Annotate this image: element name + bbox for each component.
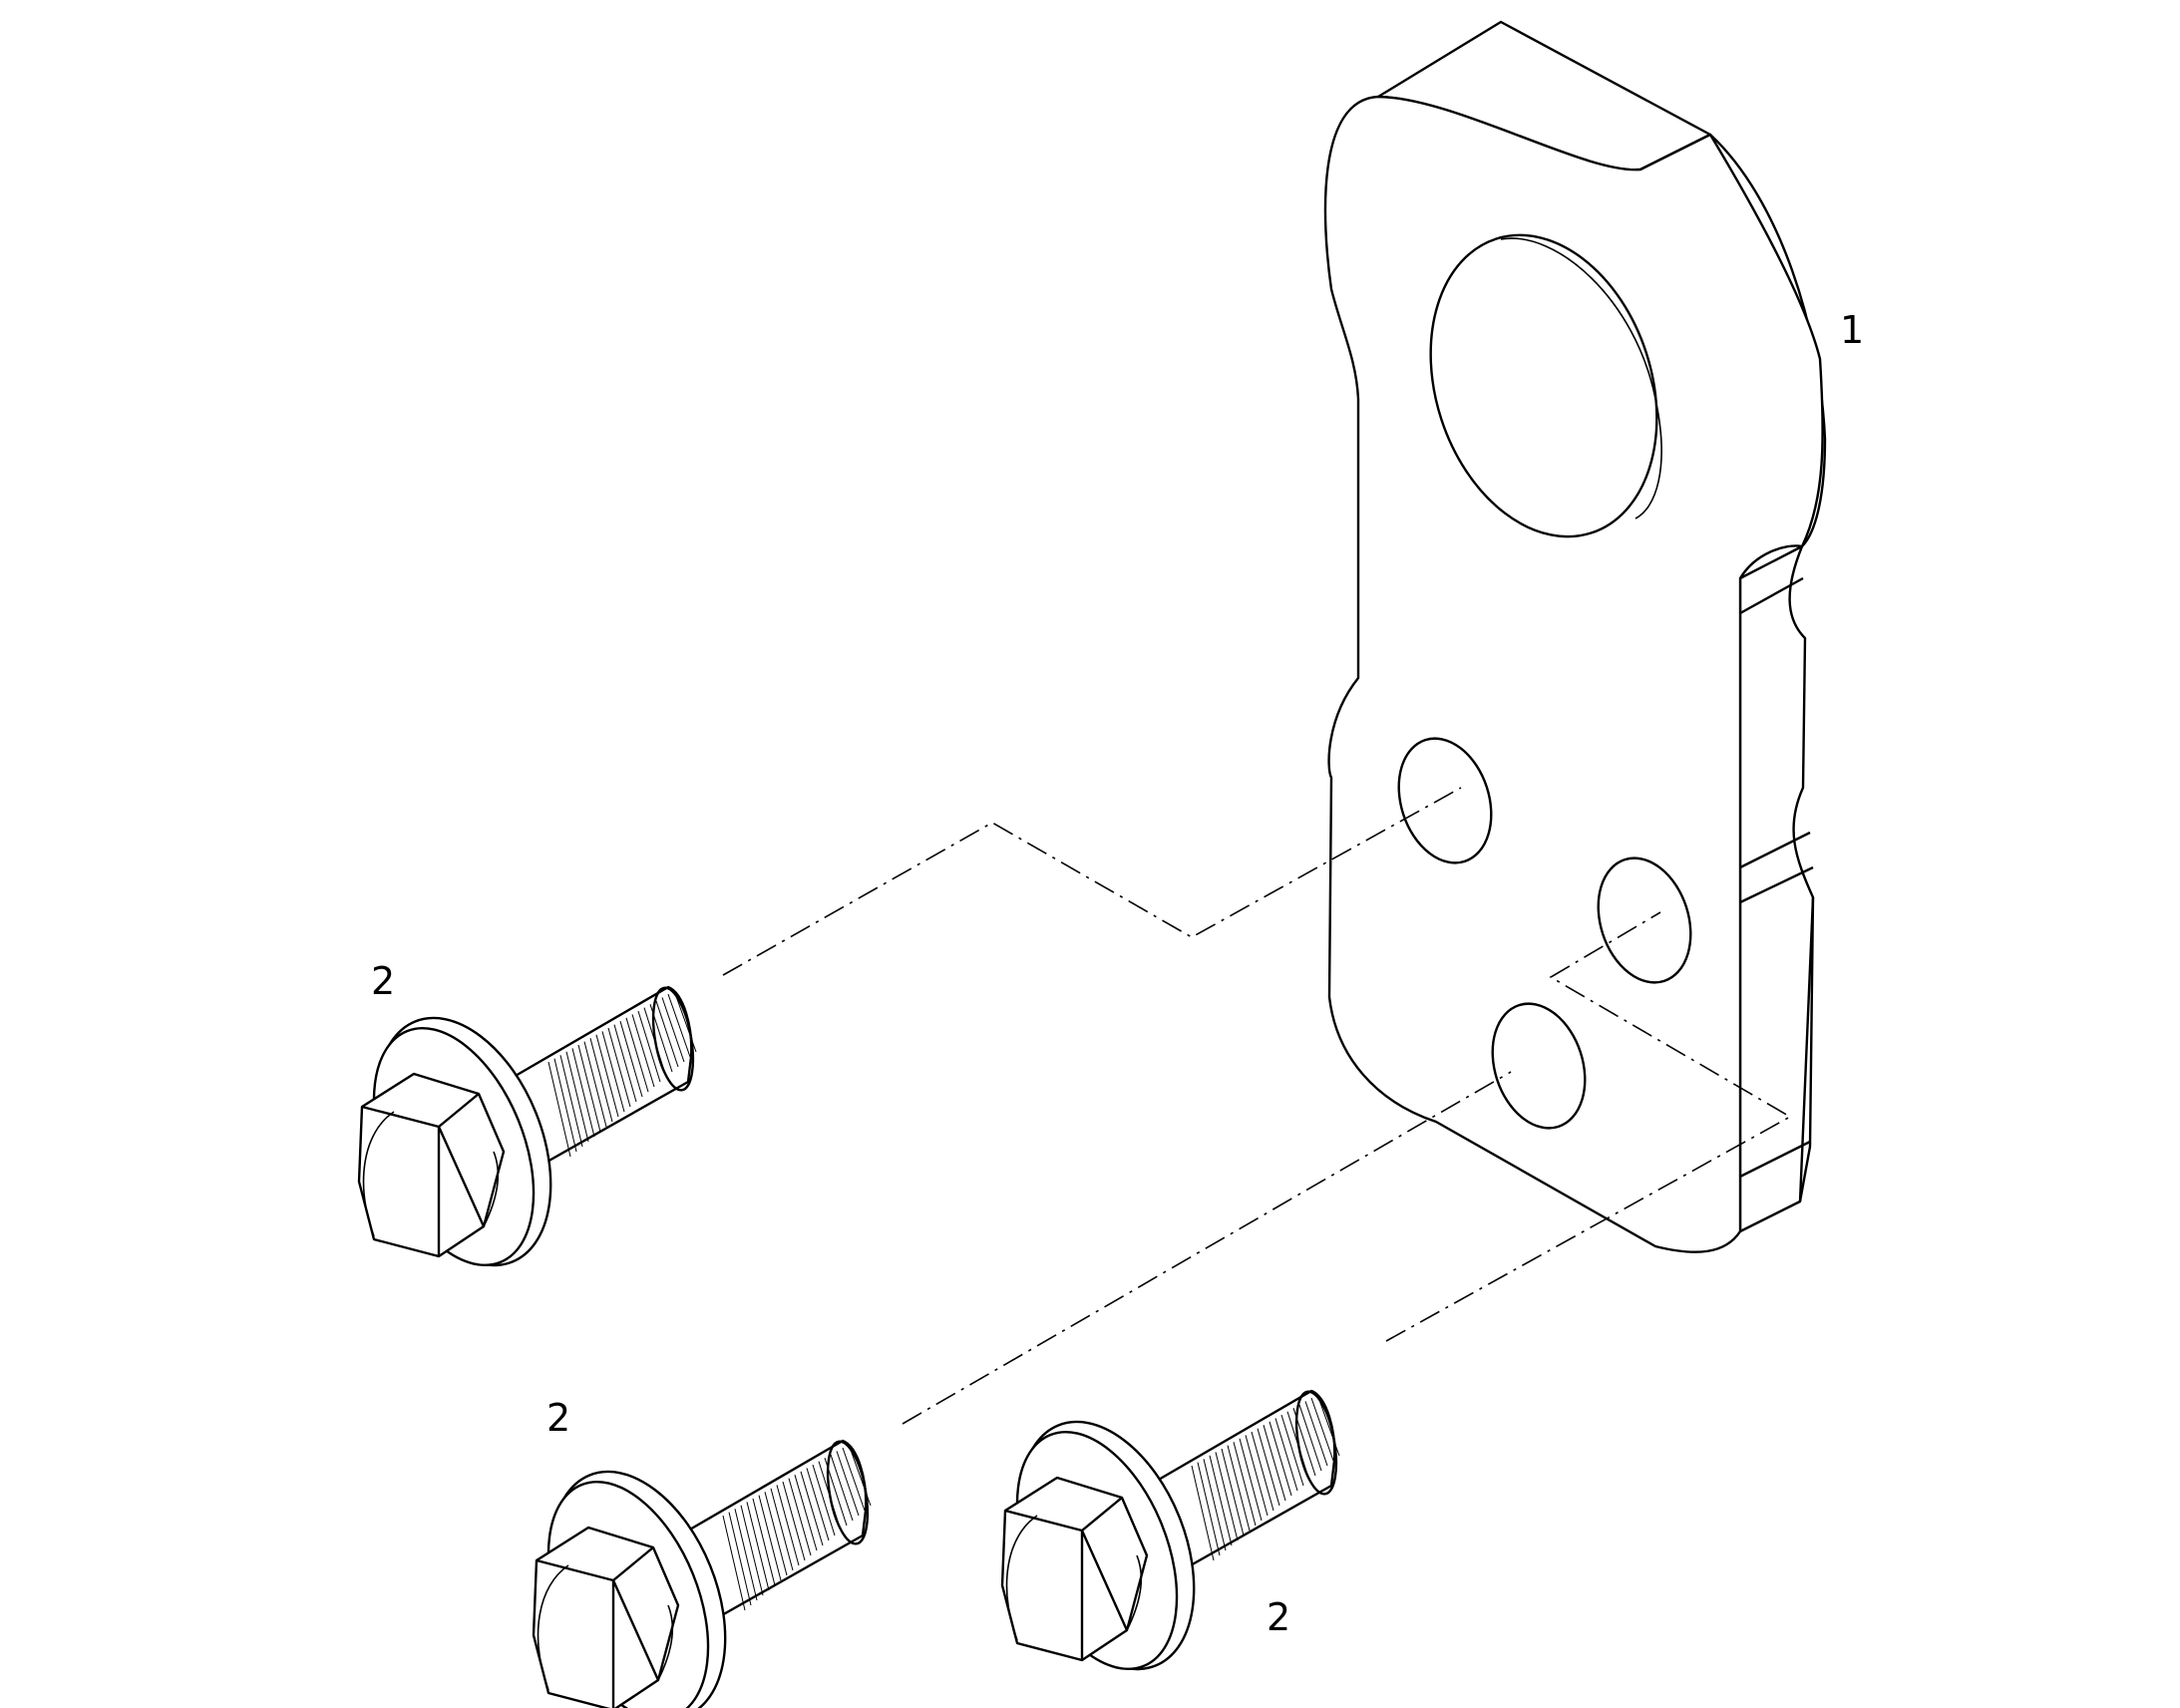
thread-line [836,1451,860,1517]
thread-line [619,1021,643,1098]
hex-chamfer [1005,1515,1038,1641]
thread-line [1221,1448,1245,1537]
thread-line [625,1017,649,1093]
thread-line [1274,1418,1298,1492]
thread-line [728,1512,752,1606]
thread-line [1263,1425,1286,1502]
thread-line [1257,1428,1280,1507]
thread-line [734,1509,758,1601]
hex-edges [536,1546,660,1708]
callout-part-2-left: 2 [371,959,396,1003]
thread-line [782,1481,806,1561]
thread-line [565,1051,589,1143]
thread-line [571,1048,595,1138]
thread-line [812,1464,836,1537]
flange-bolt-left [357,985,697,1267]
thread-line [758,1495,782,1581]
thread-line [589,1038,613,1123]
thread-line [553,1058,577,1153]
assembly-centerlines [722,787,1792,1425]
thread-line [752,1498,776,1586]
hex-head [357,1072,506,1258]
thread-line [842,1447,866,1512]
thread-line [661,997,685,1063]
thread-line [595,1034,619,1118]
hex-chamfer [537,1564,569,1691]
flange-bolt-bottom-right [1000,1389,1340,1671]
thread-line [1245,1435,1269,1517]
thread-line [583,1041,607,1128]
thread-line [722,1515,746,1611]
thread-line [794,1475,818,1551]
thread-line [667,993,691,1058]
thread-line [740,1505,764,1596]
hex-chamfer [1126,1554,1143,1631]
thread-line [601,1031,625,1113]
thread-line [806,1468,830,1541]
thread-line [547,1061,571,1158]
shank-end [1294,1390,1338,1496]
thread-line [1215,1452,1239,1541]
thread-line [655,1000,679,1068]
shank-end [651,986,695,1092]
thread-line [1233,1442,1257,1527]
callout-part-2-bottom-left: 2 [546,1396,571,1440]
thread-line [631,1014,655,1088]
thread-line [1209,1455,1233,1546]
hex-head [532,1526,680,1708]
thread-line [559,1055,583,1148]
thread-line [830,1454,854,1522]
shank-end [826,1440,870,1545]
thread-line [1269,1421,1292,1497]
thread-line [770,1488,794,1571]
hex-edges [361,1093,486,1256]
thread-line [1304,1401,1328,1467]
thread-line [1280,1414,1304,1487]
thread-line [776,1485,800,1566]
hex-edges [1004,1497,1129,1660]
thread-line [1191,1465,1215,1561]
thread-line [1227,1445,1251,1532]
thread-line [1251,1431,1274,1512]
thread-line [800,1471,824,1546]
callout-part-2-bottom-right: 2 [1267,1595,1291,1639]
thread-line [788,1478,812,1556]
thread-line [1310,1397,1334,1462]
hex-chamfer [483,1151,500,1227]
hex-head [1000,1476,1149,1662]
thread-line [1197,1462,1221,1556]
hex-chamfer [362,1111,395,1237]
thread-line [746,1502,770,1591]
thread-line [1203,1459,1227,1551]
thread-line [764,1492,788,1576]
callout-part-1: 1 [1840,308,1865,352]
flange-bolt-bottom-left [532,1439,872,1708]
thread-line [1298,1404,1322,1472]
hex-chamfer [657,1604,674,1681]
thread-line [577,1044,601,1133]
tow-eye-bracket [1323,20,1827,1253]
thread-line [637,1010,661,1083]
thread-line [613,1024,637,1103]
thread-line [1239,1438,1263,1522]
thread-line [607,1027,631,1108]
